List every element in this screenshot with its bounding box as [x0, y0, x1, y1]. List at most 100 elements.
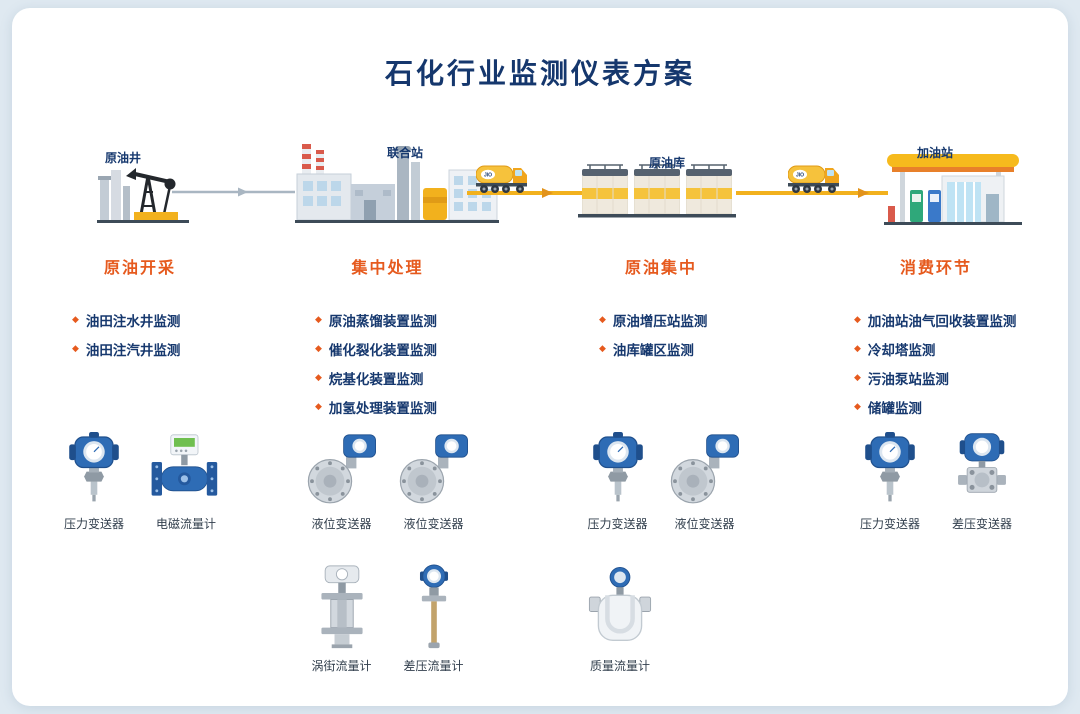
pressure-transmitter-icon	[582, 432, 654, 508]
card: 石化行业监测仪表方案	[12, 8, 1068, 706]
section-title: 集中处理	[351, 260, 424, 277]
instrument-label: 质量流量计	[589, 659, 650, 673]
diamond-bullet-icon: ◆	[315, 372, 322, 382]
instrument: 液位变送器	[299, 432, 385, 532]
section-crude-collection: 原油集中 ◆ 原油增压站监测 ◆ 油库罐区监测 压力变送器 液位变送	[577, 8, 745, 714]
list-item-label: 原油蒸馏装置监测	[328, 313, 437, 329]
level-transmitter-icon	[669, 432, 741, 508]
tanker-truck-icon	[788, 165, 840, 194]
level-transmitter-icon	[398, 432, 470, 508]
instrument: 压力变送器	[847, 432, 933, 532]
mass-flowmeter-icon	[584, 564, 656, 650]
instrument-row: 压力变送器 液位变送器	[577, 432, 745, 532]
road-arrow-icon	[858, 188, 869, 198]
station-label-oil-depot: 原油库	[648, 156, 686, 170]
diamond-bullet-icon: ◆	[599, 314, 606, 324]
list-item: ◆ 加氢处理装置监测	[315, 392, 437, 421]
instrument-row: 压力变送器 差压变送器	[838, 432, 1034, 532]
instrument: 质量流量计	[577, 564, 663, 674]
diamond-bullet-icon: ◆	[72, 343, 79, 353]
instrument-label: 涡街流量计	[311, 659, 372, 673]
list-item: ◆ 油田注水井监测	[72, 305, 180, 334]
diamond-bullet-icon: ◆	[599, 343, 606, 353]
level-transmitter-icon	[306, 432, 378, 508]
list-item-label: 油田注汽井监测	[85, 342, 181, 358]
list-item: ◆ 催化裂化装置监测	[315, 334, 437, 363]
differential-pressure-transmitter-icon	[946, 432, 1018, 508]
instrument: 液位变送器	[664, 432, 745, 532]
instrument-label: 差压变送器	[951, 517, 1012, 531]
station-label-gas-station: 加油站	[916, 146, 954, 160]
pressure-transmitter-icon	[58, 432, 130, 508]
diamond-bullet-icon: ◆	[315, 343, 322, 353]
instrument-label: 液位变送器	[674, 517, 735, 531]
instrument: 压力变送器	[51, 432, 137, 532]
gas-station-illustration	[884, 154, 1022, 225]
instrument: 压力变送器	[577, 432, 658, 532]
instrument-label: 压力变送器	[587, 517, 648, 531]
list-item: ◆ 冷却塔监测	[854, 334, 1016, 363]
diamond-bullet-icon: ◆	[854, 314, 861, 324]
differential-pressure-flowmeter-icon	[398, 564, 470, 650]
list-item: ◆ 污油泵站监测	[854, 363, 1016, 392]
diamond-bullet-icon: ◆	[854, 401, 861, 411]
instrument: 液位变送器	[391, 432, 477, 532]
list-item-label: 储罐监测	[867, 400, 922, 416]
instrument-label: 液位变送器	[403, 517, 464, 531]
instrument: 涡街流量计	[299, 564, 385, 674]
tank-farm-illustration	[578, 164, 736, 218]
section-centralized-processing: 集中处理 ◆ 原油蒸馏装置监测 ◆ 催化裂化装置监测 ◆ 烷基化装置监测 ◆ 加…	[295, 8, 480, 714]
list-item-label: 污油泵站监测	[867, 371, 949, 387]
list-item-label: 加氢处理装置监测	[328, 400, 437, 416]
monitoring-list: ◆ 加油站油气回收装置监测 ◆ 冷却塔监测 ◆ 污油泵站监测 ◆ 储罐监测	[854, 305, 1016, 421]
list-item-label: 冷却塔监测	[867, 342, 936, 358]
instrument-label: 压力变送器	[859, 517, 920, 531]
station-label-combined-station: 联合站	[386, 146, 424, 160]
list-item-label: 加油站油气回收装置监测	[867, 313, 1017, 329]
instrument-label: 电磁流量计	[155, 517, 216, 531]
list-item-label: 油库罐区监测	[612, 342, 694, 358]
list-item: ◆ 油田注汽井监测	[72, 334, 180, 363]
section-title: 消费环节	[899, 260, 972, 277]
electromagnetic-flowmeter-icon	[150, 432, 222, 508]
instrument: 差压流量计	[391, 564, 477, 674]
instrument-row: 涡街流量计 差压流量计	[295, 564, 480, 674]
section-title: 原油开采	[103, 260, 176, 277]
road-arrow-icon	[542, 188, 553, 198]
instrument-row: 液位变送器 液位变送器	[295, 432, 480, 532]
diamond-bullet-icon: ◆	[72, 314, 79, 324]
tanker-truck-icon	[476, 165, 528, 194]
instrument-row: 质量流量计	[577, 564, 745, 674]
instrument: 电磁流量计	[143, 432, 229, 532]
list-item: ◆ 原油增压站监测	[599, 305, 707, 334]
section-title: 原油集中	[624, 260, 697, 277]
diamond-bullet-icon: ◆	[854, 372, 861, 382]
list-item-label: 烷基化装置监测	[328, 371, 424, 387]
process-flow-illustration	[97, 144, 1022, 225]
diamond-bullet-icon: ◆	[315, 314, 322, 324]
monitoring-list: ◆ 油田注水井监测 ◆ 油田注汽井监测	[72, 305, 180, 363]
list-item-label: 原油增压站监测	[612, 313, 708, 329]
pipeline-arrow-icon	[238, 187, 248, 197]
page-title: 石化行业监测仪表方案	[384, 58, 695, 89]
station-label-oil-well: 原油井	[104, 151, 142, 165]
instrument-label: 压力变送器	[63, 517, 124, 531]
list-item: ◆ 加油站油气回收装置监测	[854, 305, 1016, 334]
list-item: ◆ 储罐监测	[854, 392, 1016, 421]
vortex-flowmeter-icon	[306, 564, 378, 650]
diamond-bullet-icon: ◆	[315, 401, 322, 411]
monitoring-list: ◆ 原油增压站监测 ◆ 油库罐区监测	[599, 305, 707, 363]
list-item: ◆ 原油蒸馏装置监测	[315, 305, 437, 334]
monitoring-list: ◆ 原油蒸馏装置监测 ◆ 催化裂化装置监测 ◆ 烷基化装置监测 ◆ 加氢处理装置…	[315, 305, 437, 421]
section-crude-extraction: 原油开采 ◆ 油田注水井监测 ◆ 油田注汽井监测 压力变送器 电磁流	[36, 8, 244, 714]
list-item: ◆ 油库罐区监测	[599, 334, 707, 363]
instrument: 差压变送器	[939, 432, 1025, 532]
list-item-label: 油田注水井监测	[85, 313, 181, 329]
list-item-label: 催化裂化装置监测	[328, 342, 437, 358]
oil-well-illustration	[97, 168, 189, 223]
instrument-label: 液位变送器	[311, 517, 372, 531]
diamond-bullet-icon: ◆	[854, 343, 861, 353]
list-item: ◆ 烷基化装置监测	[315, 363, 437, 392]
instrument-label: 差压流量计	[403, 659, 464, 673]
